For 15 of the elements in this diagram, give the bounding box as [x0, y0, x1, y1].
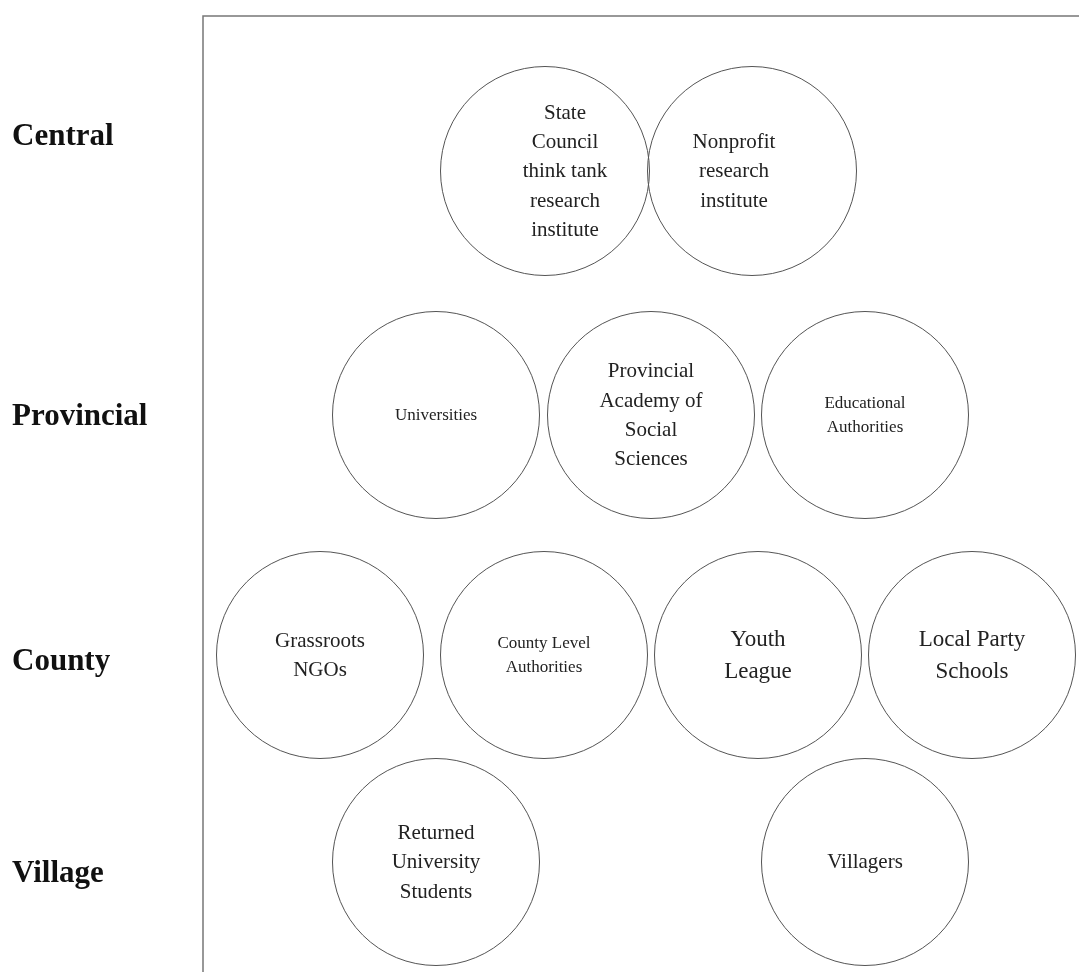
node-label: Educational Authorities: [823, 392, 907, 438]
level-label: Village: [12, 854, 104, 890]
node-label: Returned University Students: [390, 818, 482, 905]
node-label: State Council think tank research institute: [521, 98, 609, 244]
node-label: Youth League: [723, 624, 793, 685]
node-label: Universities: [394, 404, 478, 427]
node-label: County Level Authorities: [496, 632, 592, 678]
node-label: Villagers: [827, 848, 903, 876]
node-label: Local Party Schools: [917, 624, 1027, 685]
level-label: Provincial: [12, 397, 148, 433]
node-label: Provincial Academy of Social Sciences: [598, 357, 704, 473]
level-label: County: [12, 642, 111, 678]
node-label: Grassroots NGOs: [274, 626, 366, 683]
level-label: Central: [12, 117, 114, 153]
node-label: Nonprofit research institute: [691, 127, 777, 214]
